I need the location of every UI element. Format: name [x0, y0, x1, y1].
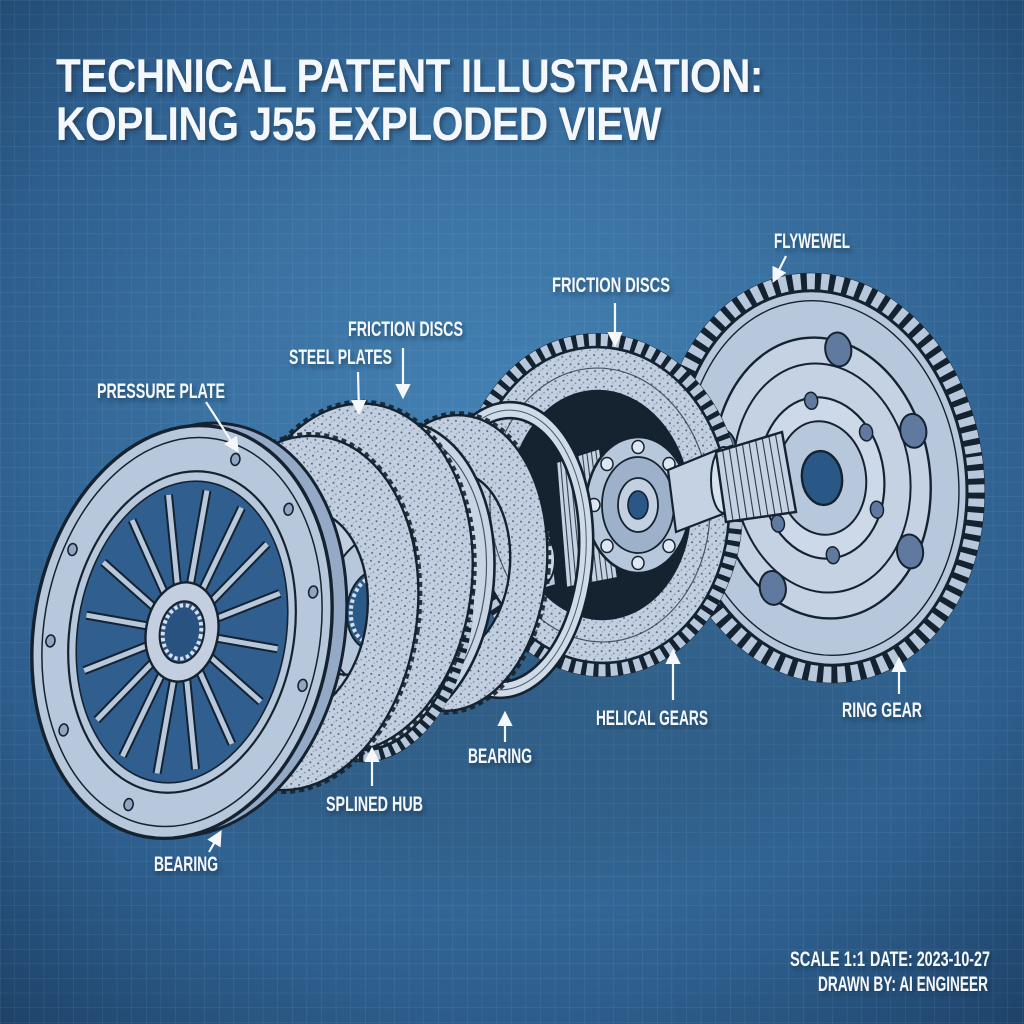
label-friction-discs-left: FRICTION DISCS — [348, 318, 463, 341]
arrow-pressure-plate — [205, 401, 239, 453]
label-flywheel: FLYWEWEL — [774, 230, 850, 253]
arrow-steel-plates — [350, 371, 367, 416]
pressure-plate-rim-bolts — [45, 452, 319, 812]
flywheel-part — [659, 272, 985, 684]
arrow-bearing-left — [207, 830, 222, 853]
label-bearing-center: BEARING — [468, 745, 532, 768]
ball-bearing-part — [584, 435, 692, 575]
page-title-line2: KOPLING J55 EXPLODED VIEW — [56, 97, 662, 150]
label-ring-gear: RING GEAR — [842, 699, 922, 722]
label-friction-discs-right: FRICTION DISCS — [552, 274, 670, 297]
pressure-plate-part — [30, 421, 349, 841]
footer-drawn-by: DRAWN BY: AI ENGINEER — [818, 973, 988, 996]
arrow-flywheel — [772, 255, 787, 283]
footer-block: SCALE 1:1 DATE: 2023-10-27 DRAWN BY: AI … — [790, 948, 990, 996]
leader-arrows — [205, 255, 907, 853]
flywheel-center-hole — [800, 449, 844, 507]
label-splined-hub: SPLINED HUB — [326, 793, 423, 816]
page-title-line1: TECHNICAL PATENT ILLUSTRATION: — [56, 49, 763, 102]
label-steel-plates: STEEL PLATES — [289, 346, 392, 369]
footer-scale: SCALE 1:1 — [790, 948, 865, 971]
pinion-shaft-part — [714, 430, 798, 524]
label-helical-gears: HELICAL GEARS — [596, 707, 708, 730]
label-bearing-left: BEARING — [154, 853, 218, 876]
title-block: TECHNICAL PATENT ILLUSTRATION: KOPLING J… — [56, 49, 764, 150]
part-labels: PRESSURE PLATE FRICTION DISCS STEEL PLAT… — [97, 230, 922, 876]
shaft-assembly — [524, 430, 798, 594]
label-pressure-plate: PRESSURE PLATE — [97, 380, 225, 403]
footer-date: DATE: 2023-10-27 — [870, 948, 990, 971]
